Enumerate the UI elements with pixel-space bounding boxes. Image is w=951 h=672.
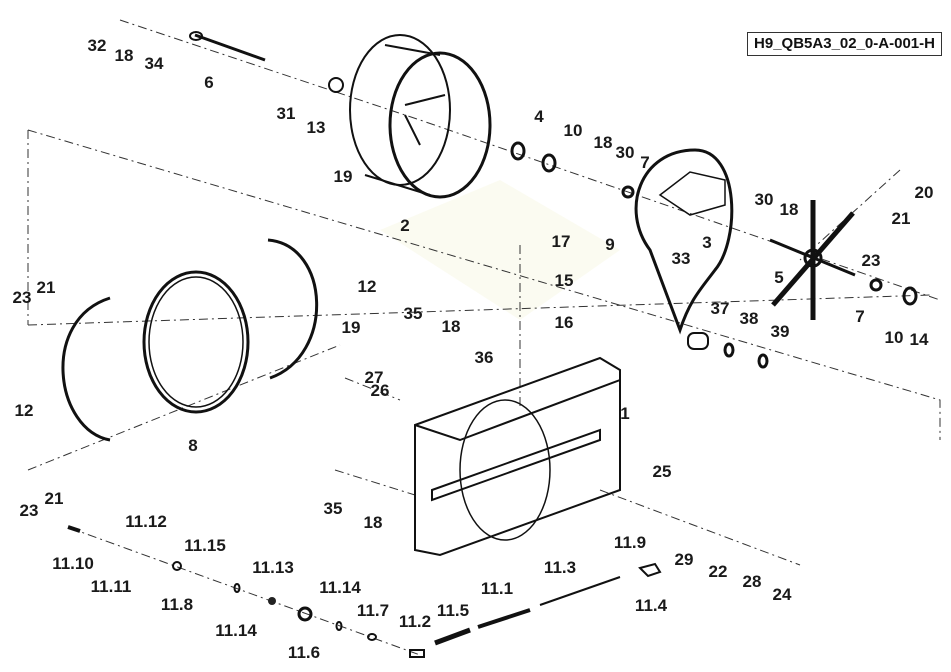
part-label-22: 22 (709, 562, 728, 581)
part-label-18: 18 (780, 200, 799, 219)
part-label-15: 15 (555, 271, 574, 290)
part-label-23: 23 (862, 251, 881, 270)
part-label-7: 7 (855, 307, 864, 326)
assembly-lines (27, 19, 941, 656)
part-label-11-11: 11.11 (91, 577, 132, 596)
part-label-11-6: 11.6 (288, 643, 320, 662)
part-label-2: 2 (400, 216, 409, 235)
part-label-11-5: 11.5 (437, 601, 469, 620)
part-label-37: 37 (711, 299, 730, 318)
part-bushings-37-39 (687, 332, 769, 369)
part-label-18: 18 (364, 513, 383, 532)
part-label-20: 20 (915, 183, 934, 202)
part-label-24: 24 (773, 585, 792, 604)
part-label-35: 35 (404, 304, 423, 323)
part-label-3: 3 (702, 233, 711, 252)
part-label-30: 30 (616, 143, 635, 162)
part-label-36: 36 (475, 348, 494, 367)
part-label-7: 7 (640, 153, 649, 172)
part-label-31: 31 (277, 104, 296, 123)
part-label-11-14: 11.14 (319, 578, 361, 597)
part-label-12: 12 (358, 277, 377, 296)
part-label-14: 14 (910, 330, 929, 349)
part-label-19: 19 (334, 167, 353, 186)
part-label-30: 30 (755, 190, 774, 209)
part-label-29: 29 (675, 550, 694, 569)
part-label-34: 34 (145, 54, 164, 73)
part-belt-9 (634, 148, 734, 335)
part-bearings-4-10 (510, 141, 918, 306)
part-label-11-2: 11.2 (399, 612, 431, 631)
part-label-11-13: 11.13 (252, 558, 294, 577)
part-label-10: 10 (564, 121, 583, 140)
part-label-18: 18 (594, 133, 613, 152)
part-label-18: 18 (442, 317, 461, 336)
part-label-26: 26 (371, 381, 390, 400)
part-label-10: 10 (885, 328, 904, 347)
part-agitator-5 (769, 200, 856, 320)
part-label-25: 25 (653, 462, 672, 481)
part-shaft-6 (189, 31, 266, 62)
part-label-11-7: 11.7 (357, 601, 389, 620)
part-label-11-3: 11.3 (544, 558, 576, 577)
part-label-21: 21 (45, 489, 64, 508)
part-label-11-14: 11.14 (215, 621, 257, 640)
part-label-27: 27 (365, 368, 384, 387)
part-clamps-12 (61, 238, 319, 442)
part-drum-2 (349, 34, 492, 199)
part-ring-8 (142, 270, 250, 414)
part-label-11-9: 11.9 (614, 533, 646, 552)
part-label-11-12: 11.12 (125, 512, 167, 531)
part-label-12: 12 (15, 401, 34, 420)
part-label-9: 9 (605, 235, 614, 254)
part-label-18: 18 (115, 46, 134, 65)
part-label-13: 13 (307, 118, 326, 137)
watermark (380, 180, 620, 320)
part-label-4: 4 (534, 107, 544, 126)
part-label-16: 16 (555, 313, 574, 332)
part-label-23: 23 (13, 288, 32, 307)
part-label-33: 33 (672, 249, 691, 268)
part-label-39: 39 (771, 322, 790, 341)
part-label-19: 19 (342, 318, 361, 337)
drawing-code-box: H9_QB5A3_02_0-A-001-H (747, 32, 942, 56)
part-label-23: 23 (20, 501, 39, 520)
part-label-28: 28 (743, 572, 762, 591)
part-label-1: 1 (620, 404, 629, 423)
part-flange-13 (328, 77, 344, 93)
part-label-21: 21 (892, 209, 911, 228)
part-label-32: 32 (88, 36, 107, 55)
part-frame-1 (414, 356, 621, 557)
part-label-35: 35 (324, 499, 343, 518)
part-label-6: 6 (204, 73, 213, 92)
part-lever-11 (67, 525, 662, 658)
part-label-17: 17 (552, 232, 571, 251)
part-label-8: 8 (188, 436, 197, 455)
part-label-11-4: 11.4 (635, 596, 668, 615)
part-label-11-8: 11.8 (161, 595, 193, 614)
part-label-11-1: 11.1 (481, 579, 513, 598)
part-label-21: 21 (37, 278, 56, 297)
part-label-11-10: 11.10 (52, 554, 94, 573)
part-label-11-15: 11.15 (184, 536, 226, 555)
part-label-38: 38 (740, 309, 759, 328)
part-label-5: 5 (774, 268, 783, 287)
